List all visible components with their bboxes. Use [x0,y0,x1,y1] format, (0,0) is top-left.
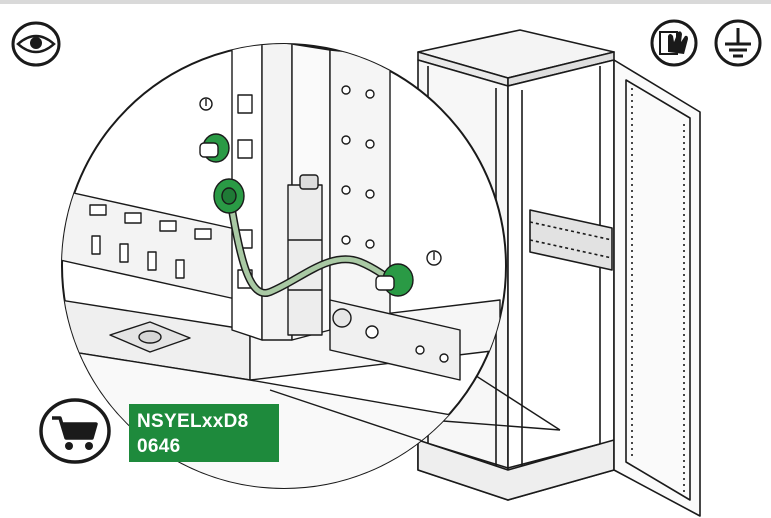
part-number-line-2: 0646 [137,436,181,457]
ground-earth-icon [714,19,762,67]
part-number-line-1: NSYELxxD8 [137,411,249,432]
earthing-cable [227,195,399,296]
green-bolt-top [199,133,230,163]
part-number-label: NSYELxxD8 0646 [129,404,279,462]
green-bolt-cable-left [213,178,245,214]
shopping-cart-icon [39,398,111,464]
callout-lines [429,371,561,431]
enclosure-cabinet [417,29,701,517]
protective-gloves-icon [650,19,698,67]
top-border [0,0,771,4]
eye-icon [11,21,61,67]
green-bolt-cable-right [375,263,414,297]
